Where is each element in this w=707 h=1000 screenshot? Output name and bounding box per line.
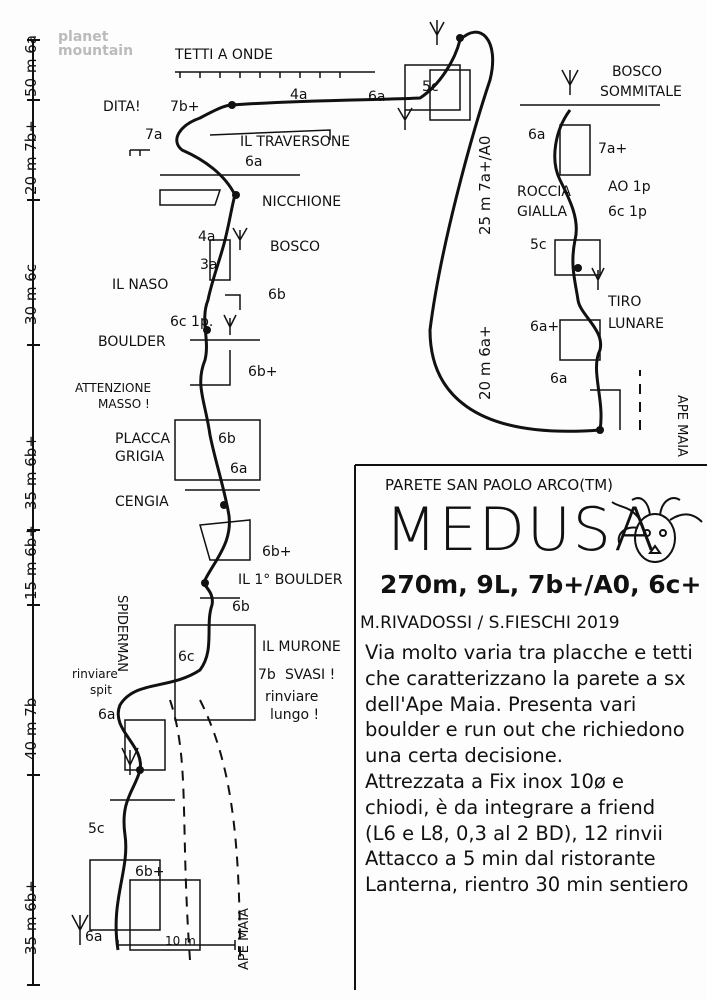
- label: PLACCA: [115, 431, 171, 447]
- label: IL TRAVERSONE: [240, 134, 351, 150]
- description-line: che caratterizzano la parete a sx: [365, 666, 686, 690]
- route-line: [114, 30, 601, 951]
- label: SPIDERMAN: [114, 595, 129, 673]
- grade: 6c: [178, 649, 195, 665]
- grade: 7a+: [598, 141, 628, 157]
- logo-text: mountain: [58, 43, 134, 59]
- label: APE MAIA: [674, 395, 689, 457]
- pitch-length: 20 m 7b+: [22, 120, 40, 195]
- grade: 6a: [368, 89, 386, 105]
- belay-points: [136, 34, 604, 774]
- grade: 6c 1p.: [170, 314, 214, 330]
- medusa-head-icon: [611, 497, 703, 563]
- pitch-length: 30 m 6c: [22, 263, 40, 325]
- grade: 6a: [230, 461, 248, 477]
- logo-text: planet: [58, 29, 109, 45]
- pitch-length: 35 m 6b+: [22, 880, 40, 955]
- description-line: una certa decisione.: [365, 744, 563, 768]
- grade: 4a: [290, 87, 308, 103]
- description-line: boulder e run out che richiedono: [365, 718, 685, 742]
- pitch-length: 35 m 6b+: [22, 435, 40, 510]
- description-line: Via molto varia tra placche e tetti: [365, 641, 693, 664]
- description-line: Attrezzata a Fix inox 10ø e: [365, 769, 624, 793]
- label: SOMMITALE: [600, 84, 682, 100]
- location: PARETE SAN PAOLO ARCO(TM): [385, 476, 614, 494]
- grade: 6b+: [135, 864, 165, 880]
- scale-ticks: [27, 39, 40, 986]
- label: IL MURONE: [262, 639, 341, 655]
- grade: 6a: [245, 154, 263, 170]
- label: NICCHIONE: [262, 194, 342, 210]
- grade: 6a: [550, 371, 568, 387]
- grade: 7a: [145, 127, 163, 143]
- stats-text: 270m, 9L, 7b+/A0, 6c+: [380, 570, 702, 599]
- grade: 6c 1p: [608, 204, 647, 220]
- label: IL NASO: [112, 277, 169, 293]
- label: ATTENZIONE: [75, 381, 152, 395]
- label: ROCCIA: [517, 184, 572, 200]
- grade: 5c: [530, 237, 547, 253]
- planetmountain-logo: planet mountain: [58, 30, 133, 58]
- grade: 6b+: [262, 544, 292, 560]
- authors: M.RIVADOSSI / S.FIESCHI 2019: [360, 613, 620, 633]
- grade: 6a: [528, 127, 546, 143]
- label: lungo !: [270, 707, 320, 723]
- label: GRIGIA: [115, 449, 165, 465]
- plant-icons: [71, 20, 605, 945]
- grade: 5c: [422, 79, 439, 95]
- label: TIRO: [608, 294, 642, 310]
- description-line: dell'Ape Maia. Presenta vari: [365, 692, 637, 716]
- pitch-length: 15 m 6b+: [22, 525, 40, 600]
- info-box-border: [354, 464, 707, 990]
- description-line: Lanterna, rientro 30 min sentiero: [365, 873, 689, 897]
- grade: 7b: [258, 667, 276, 683]
- rock-features: [89, 64, 660, 951]
- label: SVASI !: [285, 667, 336, 683]
- grade: 6b+: [248, 364, 278, 380]
- label: CENGIA: [115, 494, 169, 510]
- grade: 3a: [200, 257, 218, 273]
- grade: 6b: [218, 431, 236, 447]
- grade: 6a: [85, 929, 103, 945]
- label: TETTI A ONDE: [175, 47, 273, 63]
- pitch-length: 40 m 7b: [22, 697, 40, 760]
- label: IL 1° BOULDER: [238, 572, 343, 588]
- label: GIALLA: [517, 204, 568, 220]
- description-line: (L6 e L8, 0,3 al 2 BD), 12 rinvii: [365, 821, 663, 845]
- label: MASSO !: [98, 397, 150, 411]
- grade: 6a+: [530, 319, 560, 335]
- route-stats: 270m, 9L, 7b+/A0, 6c+ obb: [380, 572, 707, 597]
- grade: AO 1p: [608, 179, 651, 195]
- ape-maia-dashed-line: [169, 699, 241, 961]
- label: LUNARE: [608, 316, 664, 332]
- route-title: MEDUSA: [385, 495, 658, 565]
- label: DITA!: [103, 99, 141, 115]
- label: BOSCO: [612, 64, 663, 80]
- grade: 5c: [88, 821, 105, 837]
- label: BOSCO: [270, 239, 321, 255]
- distance-label: 10 m: [165, 934, 196, 948]
- description-line: chiodi, è da integrare a friend: [365, 795, 656, 819]
- label: APE MAIA: [237, 908, 252, 970]
- pitch-length: 50 m 6a: [22, 35, 40, 97]
- route-description: Via molto varia tra placche e tetti che …: [365, 640, 705, 898]
- grade: 4a: [198, 229, 216, 245]
- label: spit: [90, 683, 112, 697]
- pitch-length: 20 m 6a+: [476, 325, 494, 400]
- distance-arrow: [117, 940, 236, 950]
- grade: 6b: [268, 287, 286, 303]
- label: BOULDER: [98, 334, 166, 350]
- description-line: Attacco a 5 min dal ristorante: [365, 847, 656, 871]
- label: rinviare: [72, 667, 118, 681]
- grade: 7b+: [170, 99, 200, 115]
- label: rinviare: [265, 689, 319, 705]
- grade: 6b: [232, 599, 250, 615]
- pitch-length: 25 m 7a+/A0: [476, 135, 494, 235]
- grade: 6a: [98, 707, 116, 723]
